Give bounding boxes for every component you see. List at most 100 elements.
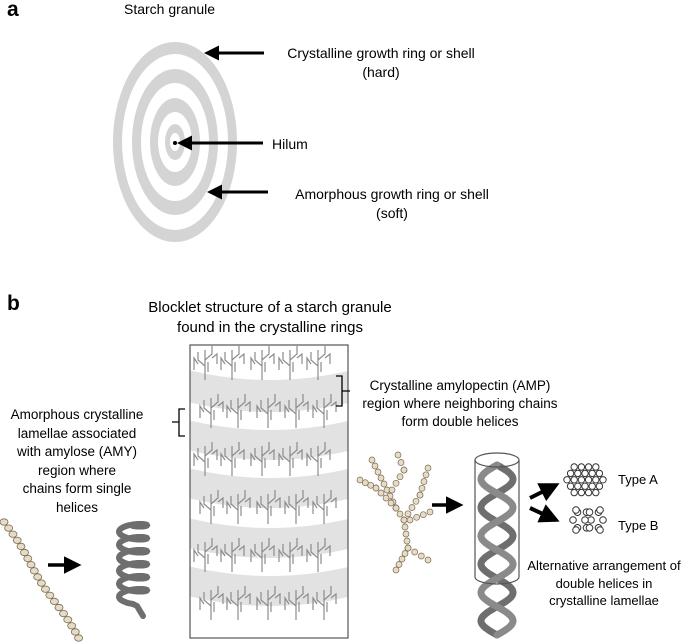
amylopectin-branch-cluster (284, 490, 309, 524)
glucose-bead (396, 510, 404, 518)
type-a-helix-circle (570, 476, 578, 484)
hilum-dot (173, 141, 177, 145)
amp-label: Crystalline amylopectin (AMP) region whe… (355, 377, 565, 431)
glucose-bead (424, 556, 432, 564)
glucose-bead (419, 511, 427, 519)
arrangement-label-line3: crystalline lamellae (549, 593, 659, 608)
glucose-bead (377, 474, 385, 482)
glucose-bead (374, 468, 382, 476)
panel-b-letter: b (7, 292, 20, 315)
type-a-label: Type A (618, 472, 658, 487)
arrangement-label: Alternative arrangement of double helice… (523, 557, 685, 610)
glucose-bead (418, 484, 426, 492)
blocklet-title-line2: found in the crystalline rings (177, 319, 363, 336)
amylopectin-branch-cluster (284, 586, 309, 620)
amp-label-line2: region where neighboring chains (362, 396, 558, 411)
blocklet-structure (189, 344, 349, 639)
amylose-chain (0, 518, 83, 642)
amy-bracket (172, 408, 185, 437)
type-a-helix-circle (595, 482, 604, 490)
type-a-helix-circle (581, 482, 589, 490)
type-a-helix-circle (588, 469, 596, 478)
type-a-packing (563, 463, 607, 497)
glucose-bead (371, 462, 379, 470)
type-b-packing (569, 506, 607, 534)
starch-granule (113, 42, 237, 242)
glucose-bead (401, 550, 409, 557)
glucose-bead (50, 597, 59, 606)
glucose-bead (404, 544, 412, 552)
type-b-helix-circle (599, 516, 607, 524)
amy-label-line1: Amorphous crystalline (10, 407, 144, 422)
amylopectin-branch-cluster (306, 346, 331, 380)
blocklet-box (189, 344, 349, 639)
glucose-bead (426, 508, 434, 516)
glucose-bead (392, 479, 400, 487)
glucose-bead (45, 591, 55, 599)
glucose-bead (403, 537, 411, 545)
type-a-helix-circle (570, 488, 578, 497)
crystalline-ring-label-line2: (hard) (362, 64, 400, 80)
amylopectin-branch-cluster (199, 490, 224, 524)
amylopectin-branch-cluster (226, 586, 251, 620)
type-a-helix-circle (592, 463, 600, 471)
glucose-bead (394, 451, 402, 459)
amylopectin-branch-cluster (306, 442, 331, 476)
amylopectin-branch-cluster (220, 442, 245, 476)
type-a-helix-circle (574, 469, 582, 478)
glucose-bead (63, 616, 73, 624)
panel-a-letter: a (7, 0, 19, 21)
type-a-arrow (529, 483, 560, 502)
glucose-bead (396, 473, 404, 481)
amylopectin-branch-cluster (278, 442, 303, 476)
type-b-helix-circle (585, 524, 594, 532)
glucose-bead (417, 552, 425, 560)
glucose-bead (12, 536, 22, 544)
glucose-bead (356, 476, 364, 484)
amylopectin-branch-cluster (250, 346, 275, 380)
glucose-bead (23, 554, 33, 563)
amylopectin-branch-cluster (193, 442, 218, 476)
hilum-label: Hilum (272, 136, 308, 152)
glucose-bead (408, 504, 416, 511)
starch-granule-title: Starch granule (124, 1, 216, 17)
amylopectin-branch-cluster (312, 394, 337, 428)
type-a-helix-circle (563, 476, 571, 484)
amy-label-line3: with amylose (AMY) (16, 444, 138, 459)
type-b-helix-circle (572, 526, 580, 534)
glucose-bead (422, 471, 430, 479)
amylopectin-branch-cluster (220, 346, 245, 380)
type-b-arrow (529, 504, 560, 523)
amorphous-ring-label: Amorphous growth ring or shell (soft) (280, 185, 504, 223)
type-a-helix-circle (570, 463, 578, 471)
glucose-bead (402, 530, 410, 538)
amorphous-ring-label-line1: Amorphous growth ring or shell (295, 186, 489, 202)
amy-label-line5: chains form single (22, 481, 132, 496)
glucose-bead (37, 579, 46, 587)
glucose-bead (392, 566, 400, 574)
amylopectin-branch-cluster (250, 442, 275, 476)
glucose-bead (424, 464, 432, 472)
type-a-helix-circle (588, 482, 596, 490)
type-b-helix-circle (581, 516, 589, 524)
glucose-bead (406, 516, 414, 524)
glucose-bead (401, 523, 409, 531)
type-a-helix-circle (599, 476, 607, 484)
amylopectin-branch-cluster (193, 346, 218, 380)
amylopectin-branch-cluster (312, 586, 337, 620)
amy-label-line2: lamellae associated (17, 425, 137, 441)
amp-label-line1: Crystalline amylopectin (AMP) (369, 378, 551, 393)
amy-label: Amorphous crystalline lamellae associate… (0, 406, 154, 517)
type-a-helix-circle (566, 469, 575, 478)
glucose-bead (70, 628, 80, 636)
amylopectin-branches (193, 346, 337, 620)
double-helix-cylinder (474, 452, 520, 639)
amy-label-line6: helices (55, 499, 99, 515)
glucose-bead (367, 481, 375, 489)
glucose-bead (26, 561, 36, 569)
amylopectin-branch-cluster (199, 586, 224, 620)
type-b-helix-circle (596, 526, 604, 534)
glucose-bead (377, 489, 385, 497)
glucose-bead (4, 524, 14, 532)
